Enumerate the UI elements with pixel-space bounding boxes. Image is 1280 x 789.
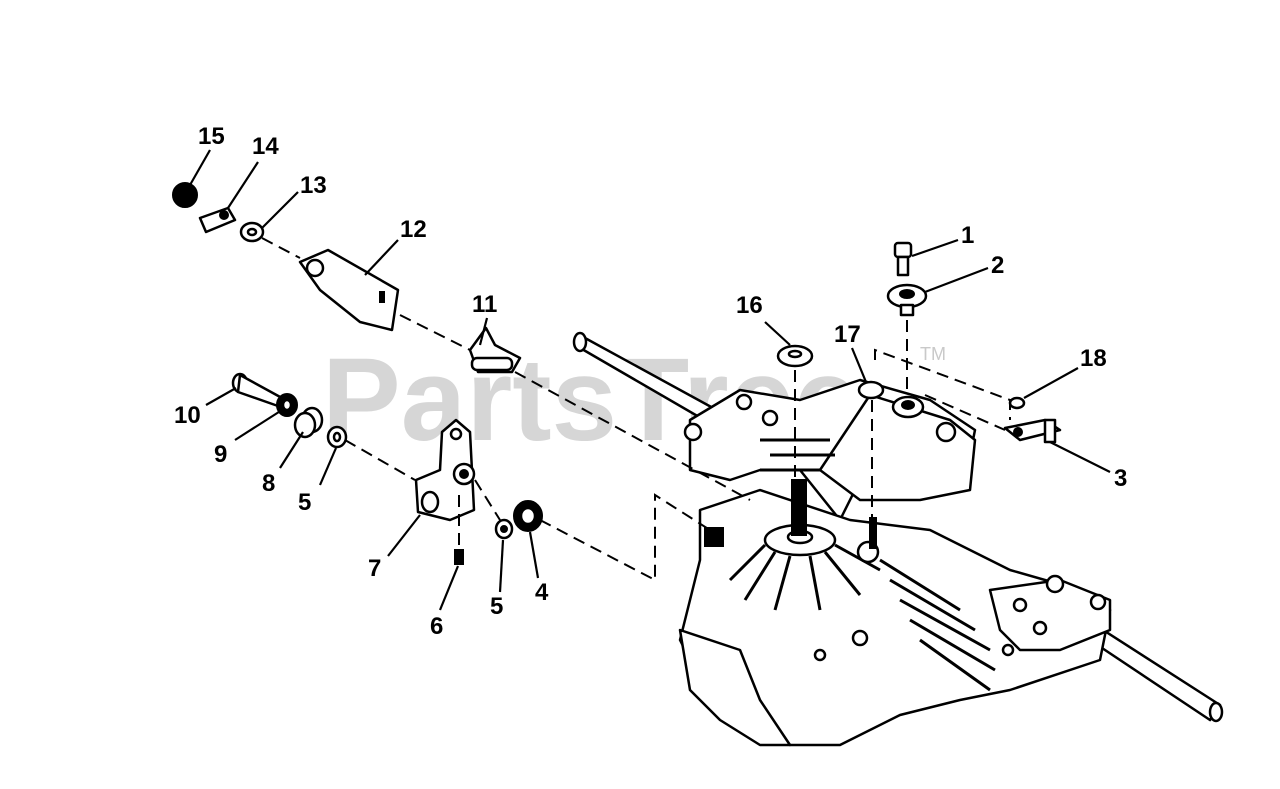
callout-13: 13 <box>300 172 327 199</box>
leader-lines <box>189 149 1111 611</box>
callout-8: 8 <box>262 470 275 497</box>
part-14-lock-plate[interactable] <box>198 206 237 234</box>
part-15-nut[interactable] <box>172 182 198 208</box>
part-2-cap[interactable] <box>886 283 928 317</box>
callout-1: 1 <box>961 222 974 249</box>
part-8-spacer[interactable] <box>293 406 324 439</box>
callout-3: 3 <box>1114 465 1127 492</box>
part-6-set-screw[interactable] <box>454 549 464 565</box>
part-5-washer-lower[interactable] <box>494 518 514 540</box>
callout-9: 9 <box>214 441 227 468</box>
part-4-bearing[interactable] <box>513 500 543 532</box>
callout-7: 7 <box>368 555 381 582</box>
axle-shaft-right <box>1088 626 1222 722</box>
part-3-bracket[interactable] <box>1003 418 1062 444</box>
callout-5-lower: 5 <box>490 593 503 620</box>
part-9-nut[interactable] <box>276 393 298 417</box>
callout-17: 17 <box>834 321 861 348</box>
assembly-lines <box>261 237 1011 582</box>
callout-18: 18 <box>1080 345 1107 372</box>
transaxle-housing[interactable] <box>572 331 1224 747</box>
callout-14: 14 <box>252 133 279 160</box>
callout-11: 11 <box>472 291 497 318</box>
watermark-trademark: TM <box>920 344 946 364</box>
part-17-washer[interactable] <box>857 380 885 400</box>
part-1-vent-plug[interactable] <box>893 241 913 277</box>
callout-6: 6 <box>430 613 443 640</box>
part-5-washer-upper[interactable] <box>326 425 348 449</box>
callout-10: 10 <box>174 402 201 429</box>
callout-15: 15 <box>198 123 225 150</box>
part-13-washer[interactable] <box>239 221 265 243</box>
part-12-control-arm[interactable] <box>298 248 400 332</box>
part-16-washer[interactable] <box>776 344 814 368</box>
callout-2: 2 <box>991 252 1004 279</box>
callout-16: 16 <box>736 292 763 319</box>
callout-12: 12 <box>400 216 427 243</box>
part-10-bolt[interactable] <box>231 372 284 408</box>
part-18-ball[interactable] <box>1008 396 1026 410</box>
callout-5-upper: 5 <box>298 489 311 516</box>
callout-labels: 1 2 3 4 5 5 6 7 8 9 10 11 12 13 14 15 16… <box>174 123 1127 640</box>
callout-4: 4 <box>535 579 549 606</box>
